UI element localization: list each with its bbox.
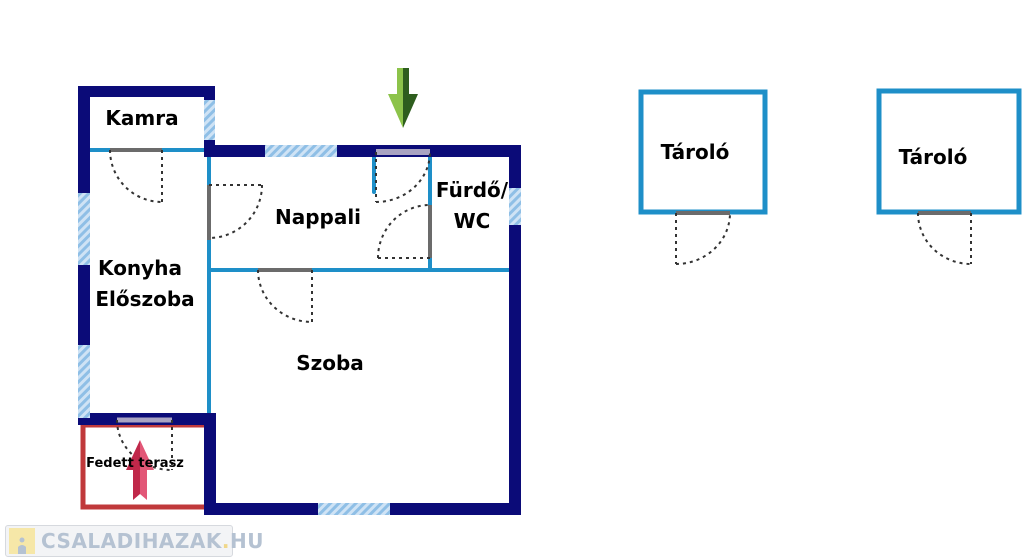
room-label-eloszoba: Előszoba xyxy=(95,287,194,311)
house-icon xyxy=(9,528,35,554)
windows xyxy=(78,100,521,515)
door-nappali-left xyxy=(207,184,263,240)
room-label-szoba: Szoba xyxy=(296,351,364,375)
door-kamra xyxy=(109,148,163,203)
door-storage-1 xyxy=(675,211,731,265)
door-entrance xyxy=(375,149,431,203)
room-label-nappali: Nappali xyxy=(275,205,361,229)
room-label-furdo: Fürdő/ xyxy=(436,178,509,202)
room-label-tarolo-1: Tároló xyxy=(661,140,730,164)
logo-text: CSALADIHAZAK xyxy=(41,529,222,553)
room-label-terasz: Fedett terasz xyxy=(86,456,184,471)
door-terrace xyxy=(116,417,173,471)
room-label-tarolo-2: Tároló xyxy=(899,145,968,169)
door-furdo xyxy=(377,204,432,259)
entrance-arrow-icon xyxy=(388,68,418,128)
terrace-arrow-icon xyxy=(126,440,154,500)
door-szoba xyxy=(257,268,313,323)
room-label-wc: WC xyxy=(454,209,491,233)
room-label-konyha: Konyha xyxy=(98,256,182,280)
room-label-kamra: Kamra xyxy=(105,106,178,130)
logo-tld: HU xyxy=(230,529,264,553)
watermark-logo: CSALADIHAZAK.HU xyxy=(5,525,264,557)
logo-dot: . xyxy=(221,529,231,553)
door-storage-2 xyxy=(917,211,972,265)
